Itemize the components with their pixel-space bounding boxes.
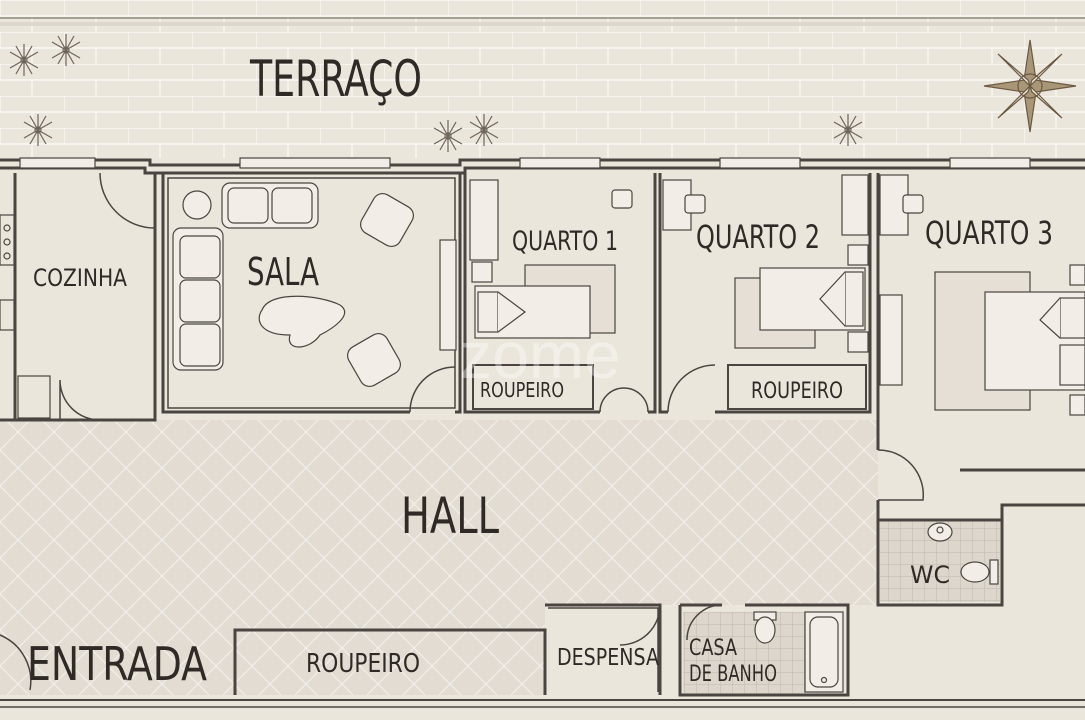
compass-rose-icon — [983, 39, 1077, 133]
bed-icon — [474, 264, 1085, 411]
windows — [19, 157, 1031, 169]
wc-label: WC — [910, 561, 950, 589]
entrance-wardrobe-label: ROUPEIRO — [306, 649, 420, 679]
watermark: zome — [459, 318, 620, 392]
walls — [0, 158, 1085, 708]
pantry-label: DESPENSA — [557, 645, 659, 671]
door-swing-icon — [0, 172, 925, 691]
bedroom-2-label: QUARTO 2 — [696, 218, 820, 256]
living-room-label: SALA — [247, 250, 319, 294]
terrace-label: TERRAÇO — [249, 50, 422, 108]
hall-label: HALL — [401, 487, 499, 545]
coffee-table-icon — [258, 295, 346, 348]
bedroom-3-label: QUARTO 3 — [925, 214, 1053, 252]
bathroom-label-line-2: DE BANHO — [689, 662, 777, 687]
kitchen-label: COZINHA — [33, 264, 127, 292]
sink-icon — [927, 522, 953, 542]
terrace-area — [0, 0, 1085, 158]
toilet-icon — [753, 559, 999, 644]
bathtub-icon — [804, 611, 844, 693]
stove-icon — [0, 214, 51, 419]
wardrobe-1-label: ROUPEIRO — [480, 378, 564, 402]
bedroom-1-label: QUARTO 1 — [512, 226, 618, 257]
desk-chair-icon — [469, 174, 1085, 416]
sofa-icon — [172, 182, 319, 371]
bathroom-label-line-1: CASA — [689, 636, 737, 661]
entrance-label: ENTRADA — [27, 637, 207, 691]
armchair-icon — [347, 193, 457, 387]
hall-floor — [0, 420, 878, 695]
wardrobe-2-label: ROUPEIRO — [751, 379, 843, 404]
